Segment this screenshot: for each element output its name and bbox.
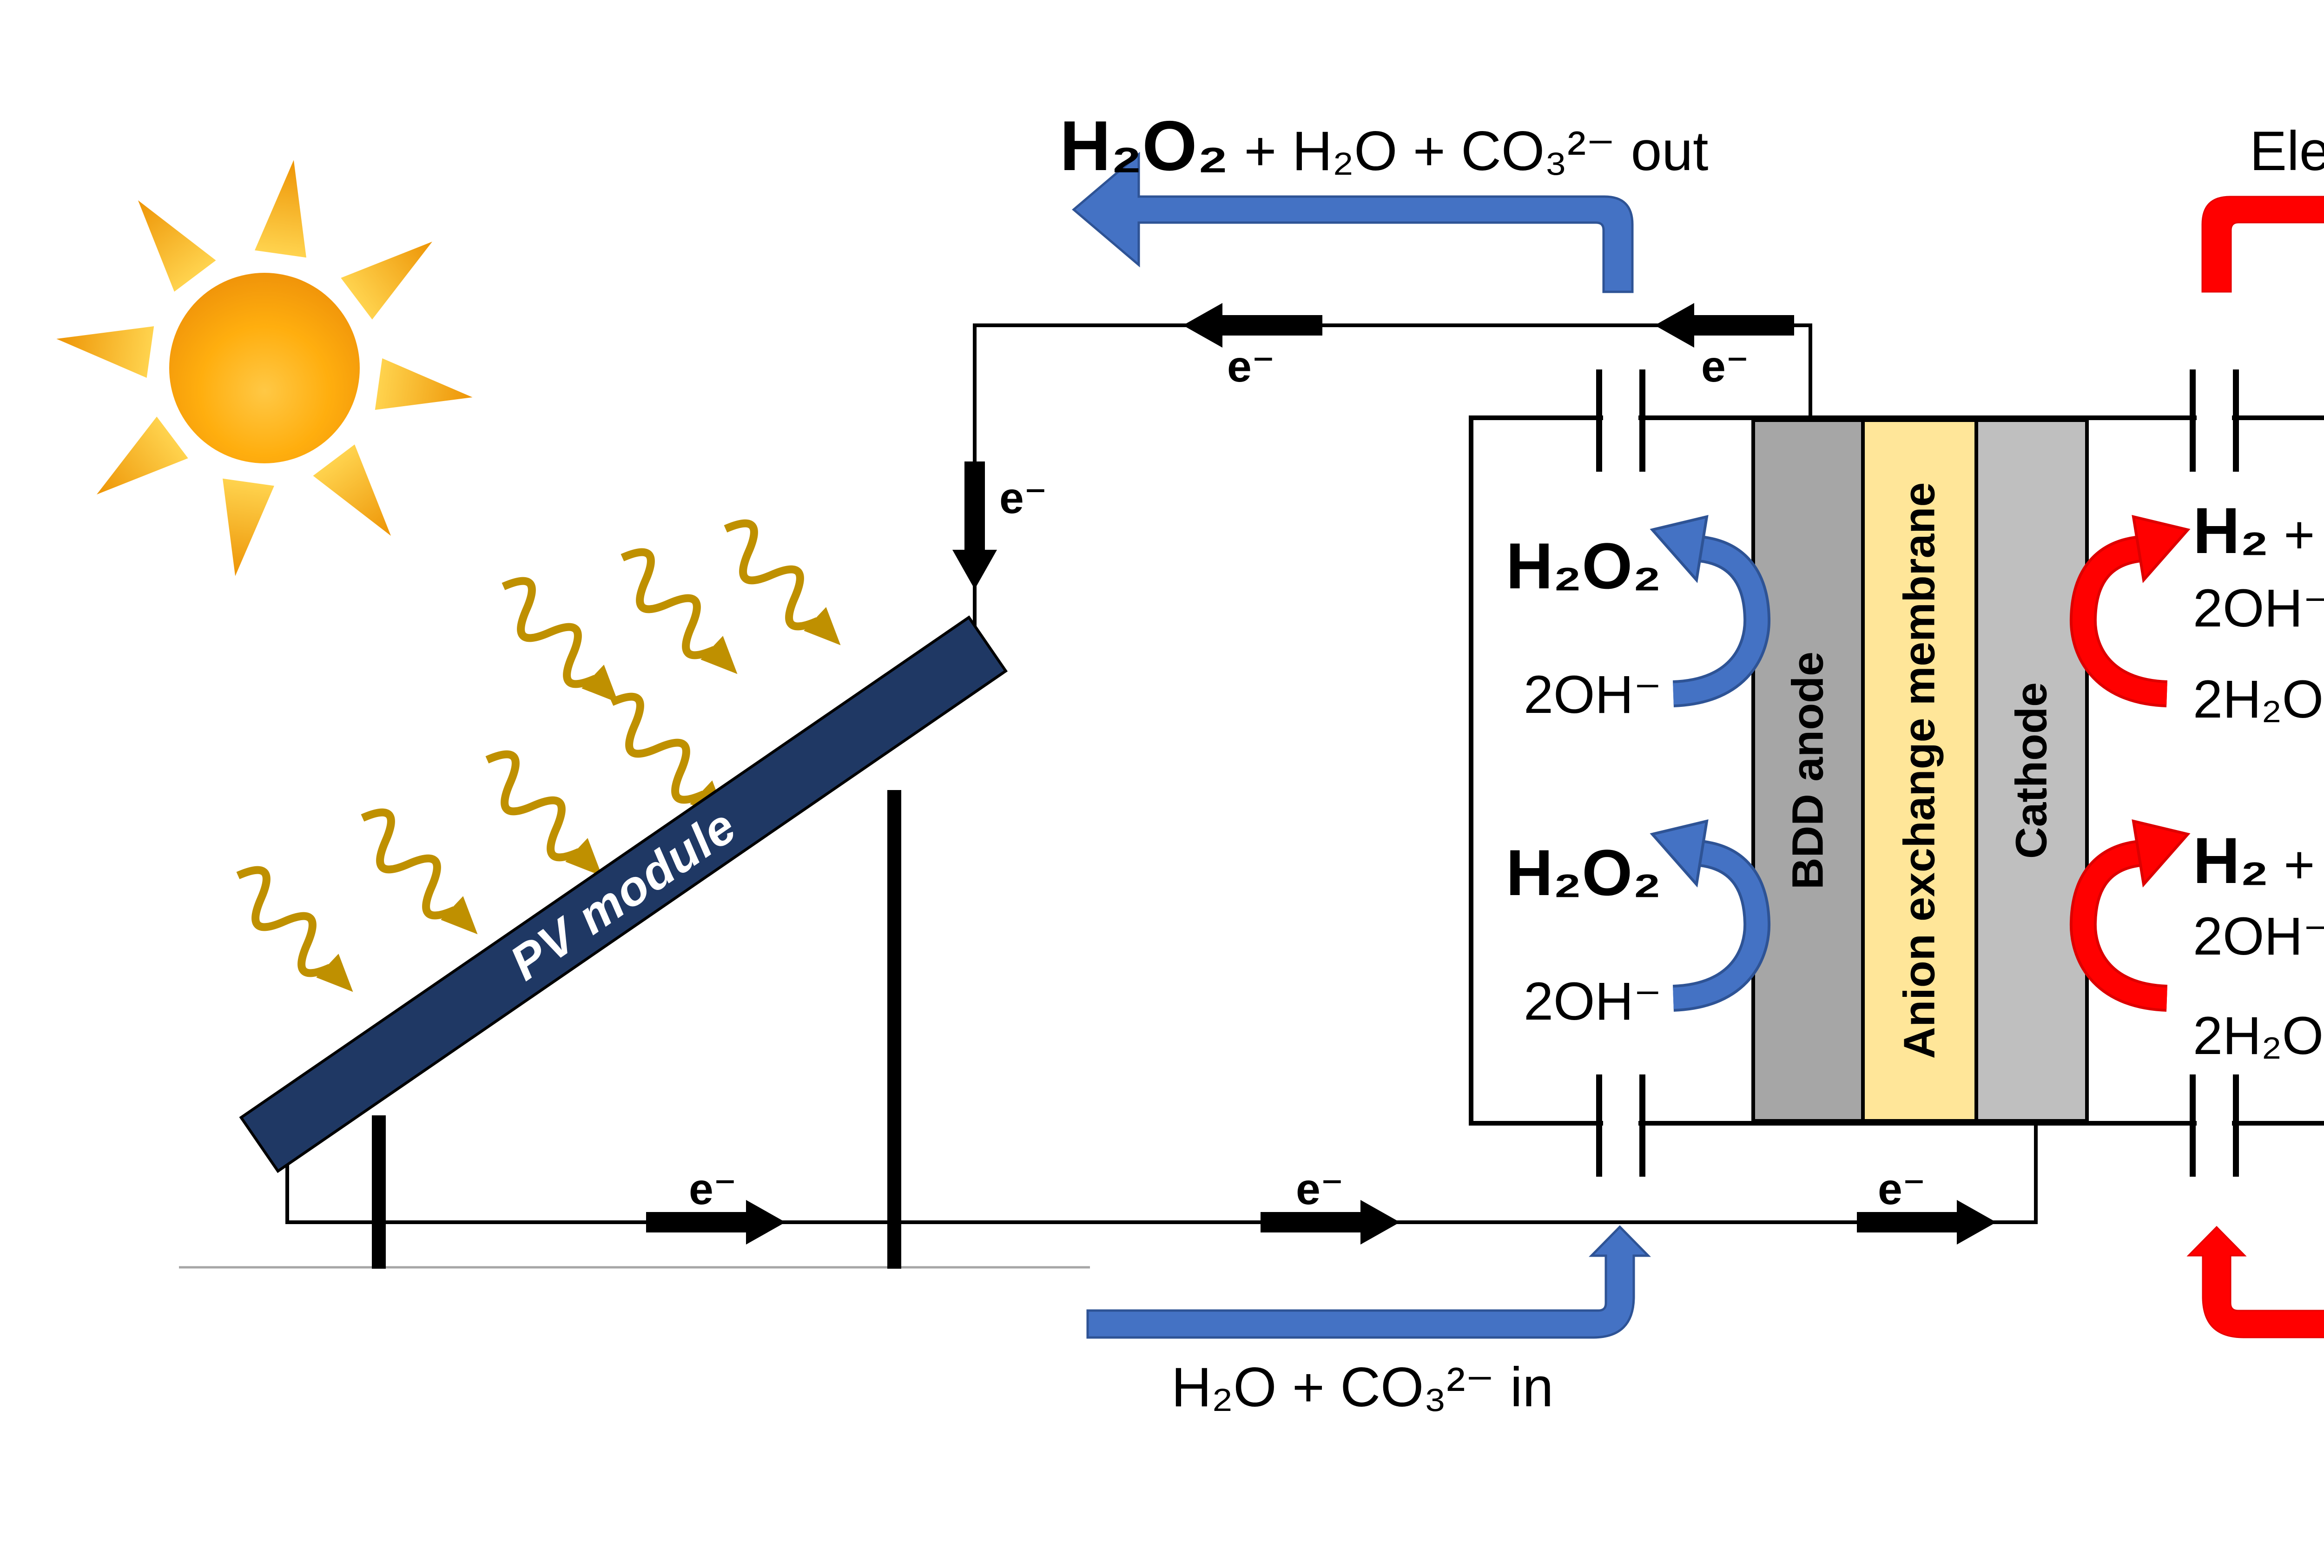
cathode-reaction-1-plus: + [2269, 505, 2315, 565]
electron-label-top-1: e⁻ [1227, 342, 1275, 391]
cathode-reaction-1-reactant: 2H₂O [2193, 670, 2324, 729]
catholyte-out-arrow [2201, 196, 2324, 293]
anode-reaction-2-product: H₂O₂ [1506, 836, 1662, 909]
catholyte-flow-arrows [2186, 196, 2324, 1338]
membrane-label: Anion exchange membrane [1895, 482, 1944, 1059]
pv-legs [372, 790, 901, 1269]
sun-icon [56, 160, 473, 576]
port-top-left [1596, 369, 1602, 472]
port-bottom-right [2190, 1074, 2196, 1177]
e-arrow-bottom-3 [1857, 1200, 1996, 1245]
anode-reaction-2-reactant: 2OH⁻ [1524, 972, 1662, 1031]
electron-label-down: e⁻ [999, 474, 1047, 523]
cathode-reaction-1-product: H₂ + [2193, 498, 2315, 563]
catholyte-in-arrow [2186, 1225, 2324, 1338]
anode-reaction-1-reactant: 2OH⁻ [1524, 665, 1662, 725]
port-top-right [2190, 369, 2196, 472]
anode-reaction-arrows [1650, 515, 1771, 1012]
electron-label-bottom-3: e⁻ [1878, 1165, 1926, 1214]
cathode-reaction-arrow-2 [2069, 819, 2191, 1012]
cathode-label: Cathode [2007, 682, 2056, 859]
anolyte-out-arrow [1072, 152, 1634, 293]
cathode-reaction-2-gas: H₂ [2193, 824, 2269, 897]
cathode-reaction-arrows [2069, 515, 2191, 1012]
cathode-reaction-2-reactant: 2H₂O [2193, 1006, 2324, 1066]
cell-port-gaps [1603, 414, 2232, 1127]
e-arrow-bottom-2 [1261, 1200, 1400, 1245]
cathode-reaction-2-product: H₂ + [2193, 828, 2315, 893]
port-bottom-left [1596, 1074, 1602, 1177]
cathode-reaction-arrow-1 [2069, 515, 2191, 707]
electron-label-bottom-2: e⁻ [1296, 1165, 1344, 1214]
catholyte-out-label: Electrolyte + H₂ out [2250, 111, 2324, 181]
anolyte-out-rest: + H₂O + CO₃²⁻ out [1228, 120, 1709, 182]
catholyte-out-pre: Electrolyte + [2250, 120, 2324, 182]
e-arrow-down [952, 461, 997, 589]
anode-reaction-1-product: H₂O₂ [1506, 529, 1662, 602]
cathode-reaction-2-coproduct: 2OH⁻ [2193, 907, 2324, 966]
electron-label-top-2: e⁻ [1701, 342, 1749, 391]
anolyte-out-product: H₂O₂ [1060, 106, 1229, 185]
e-arrow-top-2 [1655, 303, 1794, 348]
cell-ports [1596, 369, 2239, 1177]
electron-label-bottom-1: e⁻ [689, 1165, 737, 1214]
anolyte-in-label: H₂O + CO₃²⁻ in [1171, 1356, 1554, 1418]
anolyte-flow-arrows [1072, 152, 1651, 1339]
electron-arrows [646, 303, 1996, 1245]
wire-pv-to-cathode [285, 1122, 2038, 1224]
anode-reaction-arrow-2 [1650, 819, 1771, 1012]
anolyte-in-arrow [1086, 1225, 1651, 1339]
pv-module-panel [239, 615, 1008, 1173]
anolyte-out-label: H₂O₂ + H₂O + CO₃²⁻ out [1060, 111, 1709, 181]
anode-reaction-arrow-1 [1650, 515, 1771, 707]
cathode-column [1974, 418, 2089, 1123]
membrane-column [1861, 418, 1978, 1123]
e-arrow-top-1 [1183, 303, 1322, 348]
cathode-reaction-1-coproduct: 2OH⁻ [2193, 579, 2324, 638]
e-arrow-bottom-1 [646, 1200, 786, 1245]
cathode-reaction-2-plus: + [2269, 835, 2315, 895]
bdd-anode-label: BDD anode [1783, 652, 1833, 889]
cathode-reaction-1-gas: H₂ [2193, 494, 2269, 567]
